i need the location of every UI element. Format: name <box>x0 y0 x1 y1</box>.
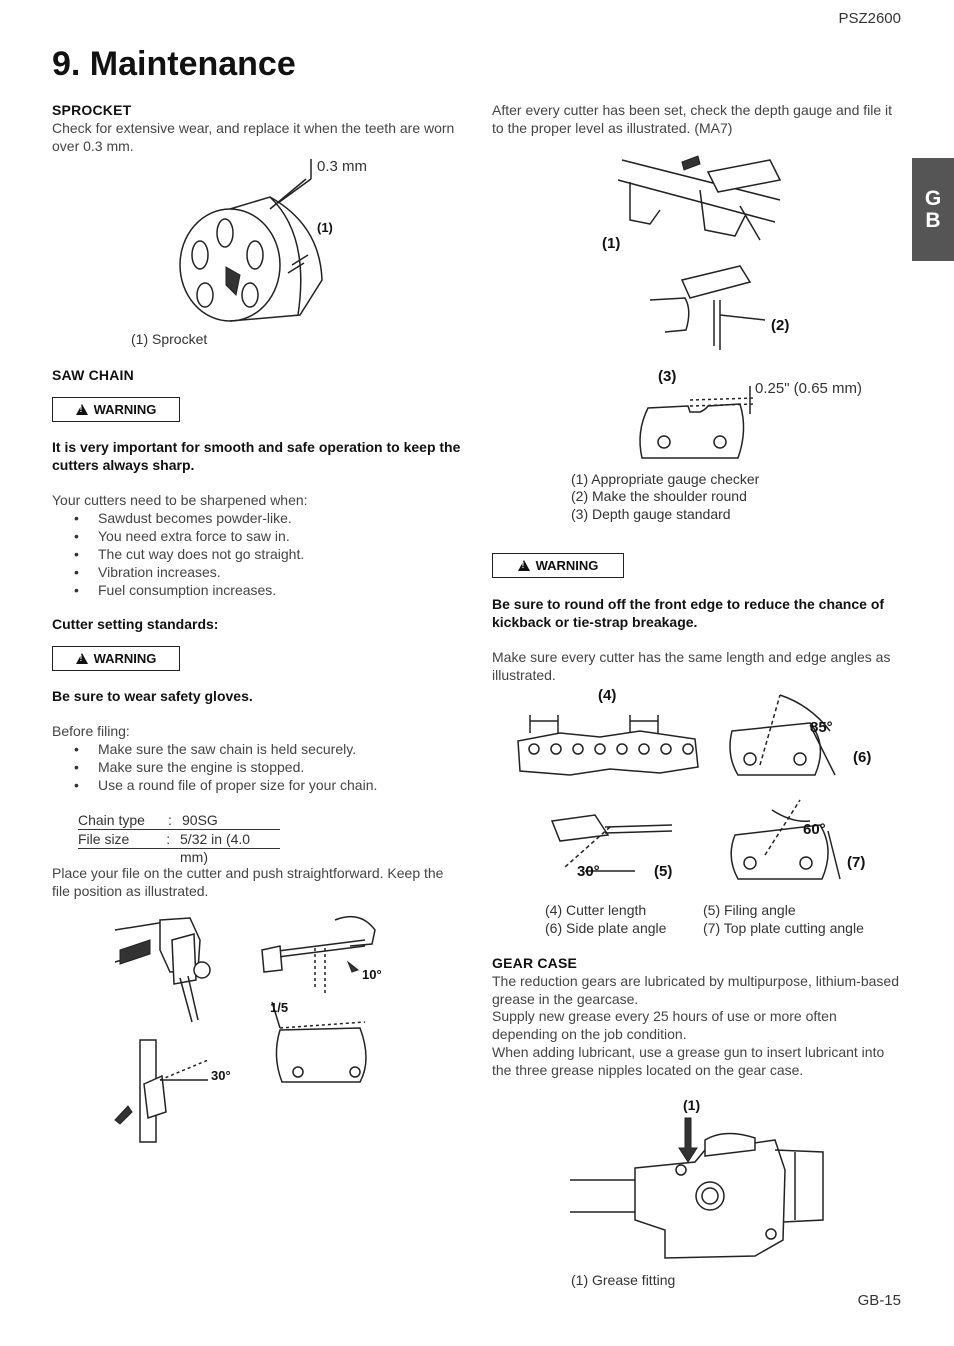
saw-chain-intro: Your cutters need to be sharpened when: <box>52 492 308 508</box>
warning-label: WARNING <box>535 557 599 573</box>
cutter-angles-figure <box>517 694 841 880</box>
spec-key: Chain type <box>78 812 145 828</box>
spec-table: Chain type : 90SG File size : 5/32 in (4… <box>78 811 280 865</box>
sprocket-caption: (1) Sprocket <box>131 331 208 347</box>
list-item: Sawdust becomes powder-like. <box>52 509 304 527</box>
angle-30-label-right: 30° <box>577 863 600 880</box>
depth-label-2: (2) <box>771 317 790 334</box>
front-edge-warning-text: Be sure to round off the front edge to r… <box>492 596 885 630</box>
page-title: 9. Maintenance <box>52 45 296 83</box>
sprocket-callout: (1) <box>317 220 333 235</box>
caption-top-plate-angle: (7) Top plate cutting angle <box>703 920 864 936</box>
spec-value: 5/32 in (4.0 mm) <box>180 831 251 865</box>
spec-key: File size <box>78 831 130 847</box>
angle-label-6: (6) <box>853 749 872 766</box>
list-item: You need extra force to saw in. <box>52 527 304 545</box>
sprocket-dimension: 0.3 mm <box>317 158 368 175</box>
depth-label-3: (3) <box>658 368 677 385</box>
angle-label-5: (5) <box>654 863 673 880</box>
list-item: Use a round file of proper size for your… <box>52 776 377 794</box>
grease-callout: (1) <box>683 1097 701 1113</box>
spec-row-file-size: File size : 5/32 in (4.0 mm) <box>78 830 280 865</box>
sprocket-heading: SPROCKET <box>52 102 132 118</box>
saw-chain-list: Sawdust becomes powder-like. You need ex… <box>52 509 304 599</box>
saw-chain-warning-text: It is very important for smooth and safe… <box>52 439 461 473</box>
list-item: Make sure the saw chain is held securely… <box>52 740 377 758</box>
model-number: PSZ2600 <box>838 10 901 27</box>
sprocket-figure <box>179 159 323 322</box>
warning-label: WARNING <box>93 650 157 666</box>
before-filing: Before filing: <box>52 723 130 739</box>
warning-box-1: WARNING <box>52 397 180 422</box>
spec-sep: : <box>168 812 172 828</box>
depth-caption-3: (3) Depth gauge standard <box>571 506 731 522</box>
language-tab-b: B <box>925 208 941 232</box>
cutter-length-text: Make sure every cutter has the same leng… <box>492 649 891 683</box>
gear-case-figure <box>570 1117 824 1259</box>
warning-icon <box>75 653 88 664</box>
depth-gauge-text: After every cutter has been set, check t… <box>492 102 893 136</box>
spec-sep: : <box>166 831 171 847</box>
caption-cutter-length: (4) Cutter length <box>545 902 647 918</box>
warning-box-3: WARNING <box>492 553 624 578</box>
list-item: Vibration increases. <box>52 563 304 581</box>
depth-caption-1: (1) Appropriate gauge checker <box>571 471 760 487</box>
spec-value: 90SG <box>182 812 218 828</box>
depth-dimension: 0.25" (0.65 mm) <box>755 380 863 397</box>
angle-10-label: 10° <box>362 967 382 982</box>
saw-chain-heading: SAW CHAIN <box>52 367 134 383</box>
depth-gauge-figure <box>617 155 782 459</box>
list-item: The cut way does not go straight. <box>52 545 304 563</box>
language-tab-g: G <box>924 186 942 210</box>
spec-row-chain-type: Chain type : 90SG <box>78 811 280 830</box>
cutter-setting-warning-text: Be sure to wear safety gloves. <box>52 688 253 704</box>
angle-85-label: 85° <box>810 719 833 736</box>
warning-label: WARNING <box>93 401 157 417</box>
angle-label-7: (7) <box>847 854 866 871</box>
depth-label-1: (1) <box>602 235 621 252</box>
angle-60-label: 60° <box>803 821 826 838</box>
list-item: Make sure the engine is stopped. <box>52 758 377 776</box>
gear-case-heading: GEAR CASE <box>492 955 578 971</box>
file-instructions: Place your file on the cutter and push s… <box>52 865 444 899</box>
fraction-label: 1/5 <box>270 1000 289 1015</box>
warning-icon <box>75 404 88 415</box>
gear-case-text-3: When adding lubricant, use a grease gun … <box>492 1044 885 1078</box>
warning-box-2: WARNING <box>52 646 180 671</box>
caption-side-plate-angle: (6) Side plate angle <box>545 920 667 936</box>
grease-caption: (1) Grease fitting <box>571 1272 676 1288</box>
language-tab: G B <box>912 158 954 261</box>
warning-icon <box>517 560 530 571</box>
sprocket-text: Check for extensive wear, and replace it… <box>52 120 455 154</box>
before-filing-list: Make sure the saw chain is held securely… <box>52 740 377 794</box>
filing-figure <box>114 915 376 1143</box>
depth-caption-2: (2) Make the shoulder round <box>571 488 747 504</box>
gear-case-text-2: Supply new grease every 25 hours of use … <box>492 1008 837 1042</box>
page-number: GB-15 <box>857 1292 901 1309</box>
angle-30-label: 30° <box>211 1068 231 1083</box>
caption-filing-angle: (5) Filing angle <box>703 902 796 918</box>
list-item: Fuel consumption increases. <box>52 581 304 599</box>
cutter-setting-heading: Cutter setting standards: <box>52 616 219 632</box>
angle-label-4: (4) <box>598 687 617 704</box>
gear-case-text-1: The reduction gears are lubricated by mu… <box>492 973 899 1007</box>
